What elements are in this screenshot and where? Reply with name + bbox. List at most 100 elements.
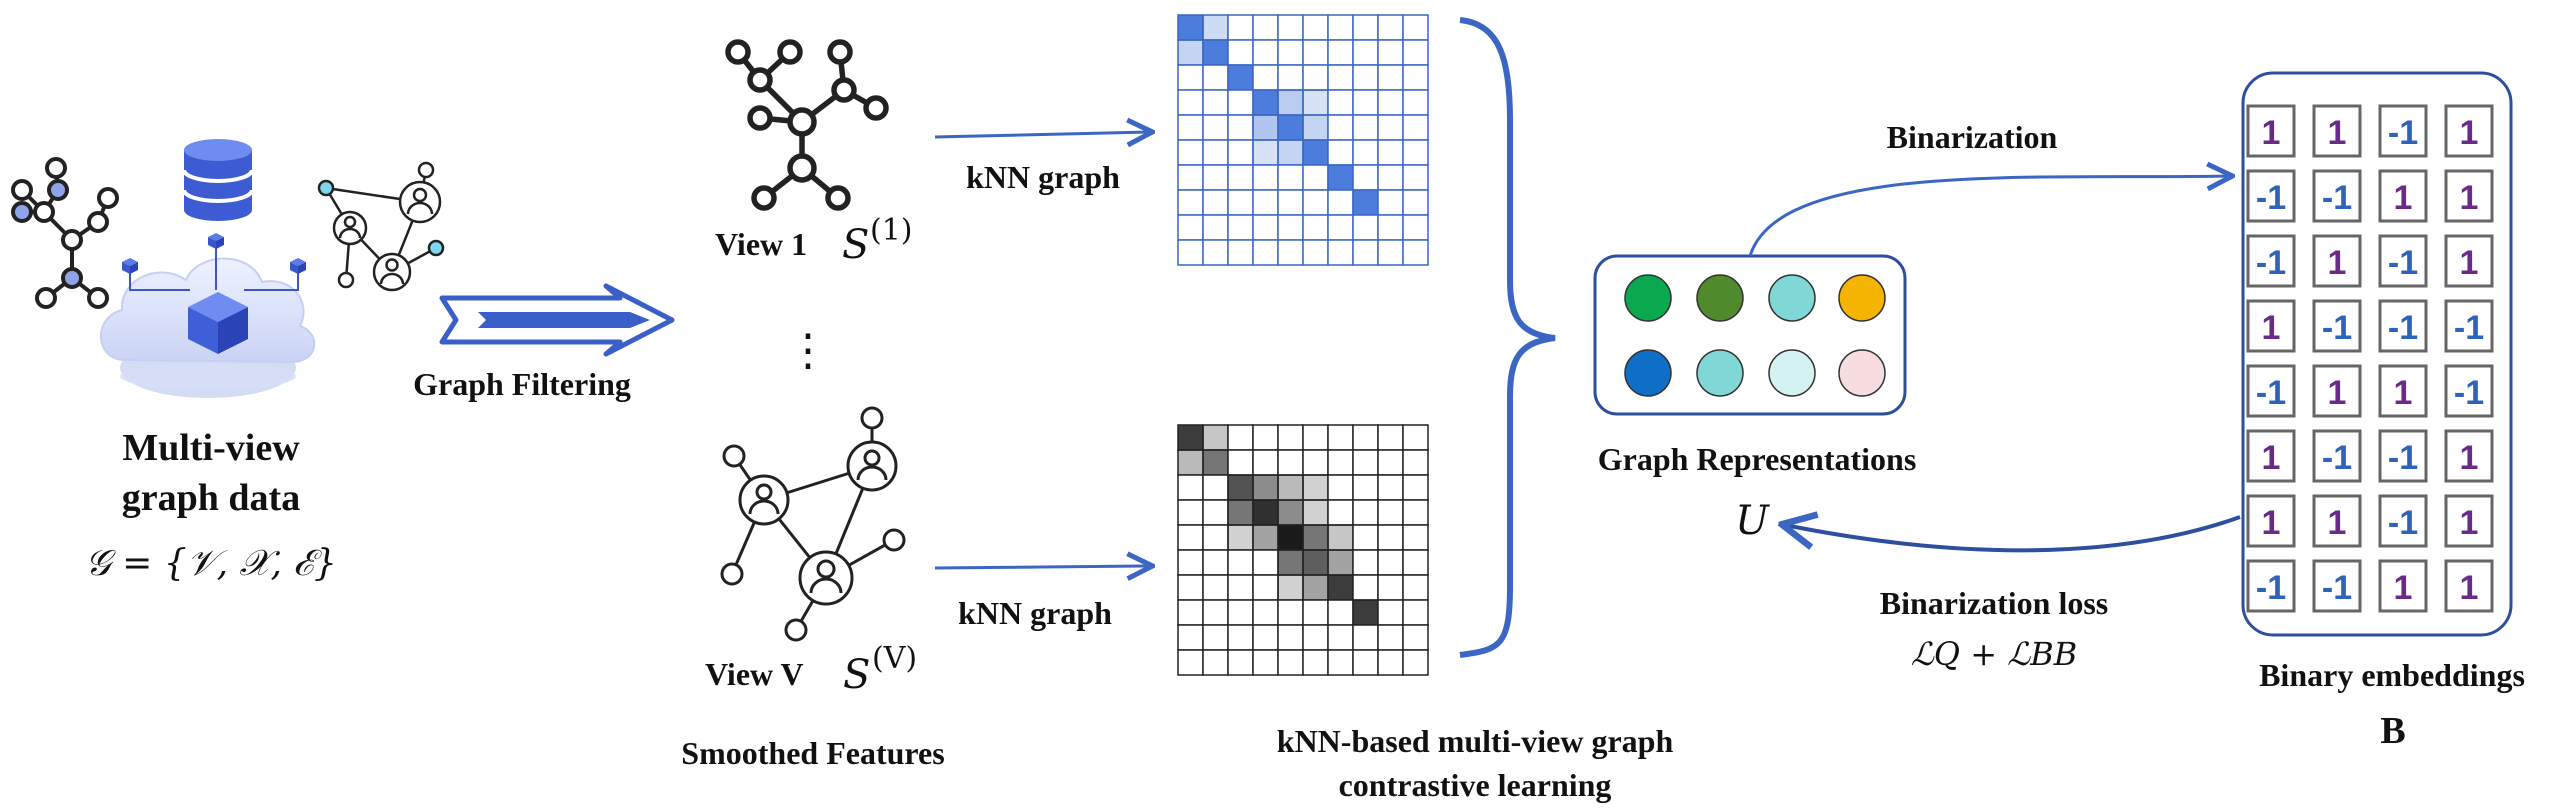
matrix-cell: [1277, 189, 1304, 216]
binary-cell: [2312, 494, 2362, 548]
binary-cell: [2312, 104, 2362, 158]
binary-cell: [2444, 364, 2494, 418]
matrix-cell: [1377, 574, 1404, 601]
matrix-cell: [1402, 89, 1429, 116]
knn-matrix-view1: [1177, 14, 1429, 266]
binary-value: -1: [2454, 374, 2484, 412]
binary-cell: [2444, 169, 2494, 223]
representation-dot: [1696, 349, 1744, 397]
matrix-cell: [1227, 164, 1254, 191]
matrix-cell: [1302, 189, 1329, 216]
matrix-cell: [1402, 649, 1429, 676]
matrix-cell: [1352, 474, 1379, 501]
matrix-cell: [1402, 549, 1429, 576]
matrix-cell: [1302, 424, 1329, 451]
matrix-cell: [1352, 599, 1379, 626]
matrix-cell: [1202, 164, 1229, 191]
matrix-cell: [1227, 549, 1254, 576]
matrix-cell: [1302, 114, 1329, 141]
matrix-cell: [1177, 574, 1204, 601]
graph-filtering-label: Graph Filtering: [413, 366, 631, 402]
matrix-cell: [1402, 624, 1429, 651]
panel-title-line1: Multi-view: [122, 427, 300, 469]
viewV-label: View V: [705, 656, 804, 692]
matrix-cell: [1327, 649, 1354, 676]
matrix-cell: [1402, 189, 1429, 216]
matrix-cell: [1177, 499, 1204, 526]
matrix-cell: [1352, 214, 1379, 241]
binarization-arrow: [1748, 176, 2230, 257]
binary-symbol: B: [2380, 710, 2405, 752]
binarization-loss-formula: ℒQ + ℒBB: [1911, 635, 2078, 673]
matrix-cell: [1302, 574, 1329, 601]
matrix-cell: [1352, 499, 1379, 526]
matrix-cell: [1252, 14, 1279, 41]
binary-value: -1: [2388, 504, 2418, 542]
matrix-cell: [1177, 474, 1204, 501]
binary-value: 1: [2460, 439, 2479, 477]
viewV-symbol: S: [843, 652, 870, 698]
binary-cell: [2444, 559, 2494, 613]
binary-value: -1: [2256, 569, 2286, 607]
representation-dot: [1696, 274, 1744, 322]
matrix-cell: [1252, 524, 1279, 551]
matrix-cell: [1252, 574, 1279, 601]
matrix-cell: [1327, 189, 1354, 216]
matrix-cell: [1227, 574, 1254, 601]
matrix-cell: [1377, 164, 1404, 191]
matrix-cell: [1227, 449, 1254, 476]
database-icon: [182, 139, 254, 221]
binary-value: 1: [2328, 374, 2347, 412]
matrix-cell: [1252, 89, 1279, 116]
binary-cell: [2378, 364, 2428, 418]
binary-cell: [2312, 299, 2362, 353]
representation-dot: [1838, 274, 1886, 322]
matrix-cell: [1252, 39, 1279, 66]
matrix-cell: [1227, 39, 1254, 66]
matrix-cell: [1327, 139, 1354, 166]
matrix-cell: [1227, 499, 1254, 526]
matrix-cell: [1277, 164, 1304, 191]
data-cube-icon: [188, 292, 248, 354]
matrix-cell: [1352, 14, 1379, 41]
matrix-cell: [1327, 239, 1354, 266]
matrix-cell: [1227, 214, 1254, 241]
knn-matrix-viewV: [1177, 424, 1429, 676]
matrix-cell: [1202, 649, 1229, 676]
matrix-cell: [1227, 649, 1254, 676]
matrix-cell: [1377, 89, 1404, 116]
matrix-cell: [1202, 574, 1229, 601]
matrix-cell: [1377, 239, 1404, 266]
matrix-cell: [1377, 39, 1404, 66]
binary-embedding-box: [2241, 71, 2513, 637]
binary-value: 1: [2262, 439, 2281, 477]
molecule-graph-icon: [11, 157, 119, 309]
matrix-cell: [1277, 89, 1304, 116]
binary-cell: [2378, 234, 2428, 288]
representation-symbol: U: [1735, 498, 1770, 544]
matrix-cell: [1402, 14, 1429, 41]
matrix-cell: [1202, 139, 1229, 166]
binary-cell: [2444, 494, 2494, 548]
matrix-cell: [1402, 239, 1429, 266]
matrix-cell: [1352, 189, 1379, 216]
matrix-cell: [1402, 164, 1429, 191]
matrix-cell: [1177, 599, 1204, 626]
binary-cell: [2312, 364, 2362, 418]
matrix-cell: [1227, 424, 1254, 451]
binary-cell: [2378, 494, 2428, 548]
matrix-cell: [1302, 549, 1329, 576]
matrix-cell: [1377, 139, 1404, 166]
matrix-cell: [1277, 449, 1304, 476]
matrix-cell: [1302, 64, 1329, 91]
matrix-cell: [1227, 624, 1254, 651]
representation-dot: [1768, 349, 1816, 397]
binary-value: -1: [2388, 309, 2418, 347]
matrix-cell: [1227, 14, 1254, 41]
matrix-cell: [1252, 649, 1279, 676]
graph-filtering-arrow: [439, 283, 675, 357]
matrix-cell: [1402, 64, 1429, 91]
matrix-cell: [1377, 474, 1404, 501]
matrix-cell: [1327, 424, 1354, 451]
